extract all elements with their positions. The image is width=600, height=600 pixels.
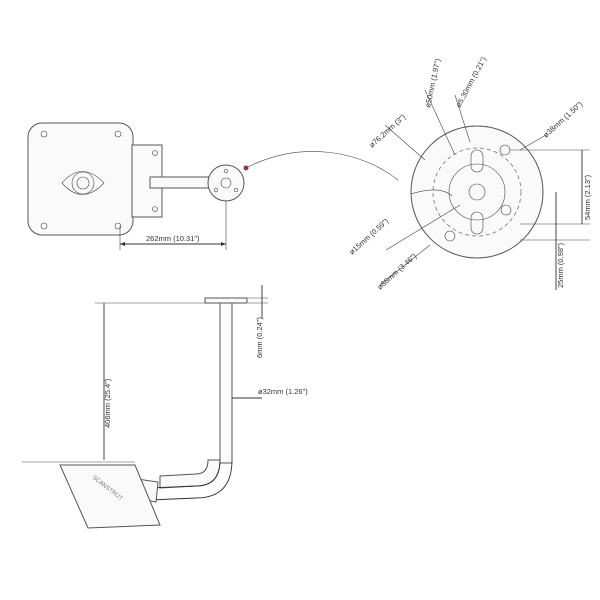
top-plate [204, 297, 248, 304]
center-hole [468, 183, 486, 201]
label-slot-width: ø5.30mm (0.21") [454, 55, 488, 109]
leader-slot-radius [519, 134, 547, 151]
label-flange-diameter: ø88mm (3.46") [375, 251, 418, 291]
transducer-plate [59, 464, 161, 529]
horizontal-arm [149, 176, 213, 189]
label-plate-thickness: 6mm (0.24") [255, 316, 264, 358]
side-view: SCANSTRUT 406mm (25.4") 6mm (0.24") ø32m… [22, 285, 308, 529]
label-54mm: 54mm (2.13") [583, 174, 592, 220]
curve-inner [149, 459, 221, 489]
plate-hole [40, 222, 48, 230]
plate-hole [114, 222, 122, 230]
flange-center [220, 177, 232, 189]
plate-hole [114, 130, 122, 138]
end-flange [207, 164, 245, 202]
curve-outer [149, 459, 233, 501]
label-height: 406mm (25.4") [103, 378, 112, 428]
bolt-circle [432, 147, 522, 237]
label-bolt-circle: ø76.2mm (3") [367, 112, 407, 150]
slot-top [470, 149, 484, 173]
label-slot-radius: ø38mm (1.50") [541, 99, 584, 139]
leader-inner [424, 89, 456, 156]
flange-detail: ø5.30mm (0.21") ø50mm (1.97") ø76.2mm (3… [347, 55, 592, 292]
slot-bottom [470, 211, 484, 235]
curved-tube [159, 459, 221, 489]
mount-hole [444, 230, 456, 242]
boss-ring [71, 171, 95, 195]
leader-hole [385, 204, 461, 251]
inner-circle [448, 163, 506, 221]
flange-hole [233, 187, 239, 193]
label-tube-diameter: ø32mm (1.26") [258, 387, 308, 396]
plate-hole [40, 130, 48, 138]
leader-bolt [384, 124, 426, 161]
leader-slot [454, 94, 471, 143]
detail-callout-line [245, 151, 399, 181]
detail-flange-outer [410, 125, 544, 259]
dim-label-arm-length: 262mm (10.31") [146, 234, 200, 243]
plan-view: 262mm (10.31") [27, 122, 399, 250]
bracket-hole [152, 206, 158, 212]
label-hole-diameter: ø15mm (0.59") [347, 216, 390, 256]
boss-center [76, 176, 90, 190]
label-inner-circle: ø50mm (1.97") [423, 57, 442, 108]
monitor-plate [27, 122, 134, 236]
label-25mm: 25mm (0.98") [556, 242, 565, 288]
vertical-tube [219, 302, 233, 464]
center-boss [61, 171, 105, 195]
bracket-hole [152, 150, 158, 156]
flange-hole [223, 168, 229, 174]
slot-left [410, 189, 453, 197]
flange-hole [213, 187, 219, 193]
leader-flange [379, 244, 431, 286]
mount-hole [500, 204, 512, 216]
